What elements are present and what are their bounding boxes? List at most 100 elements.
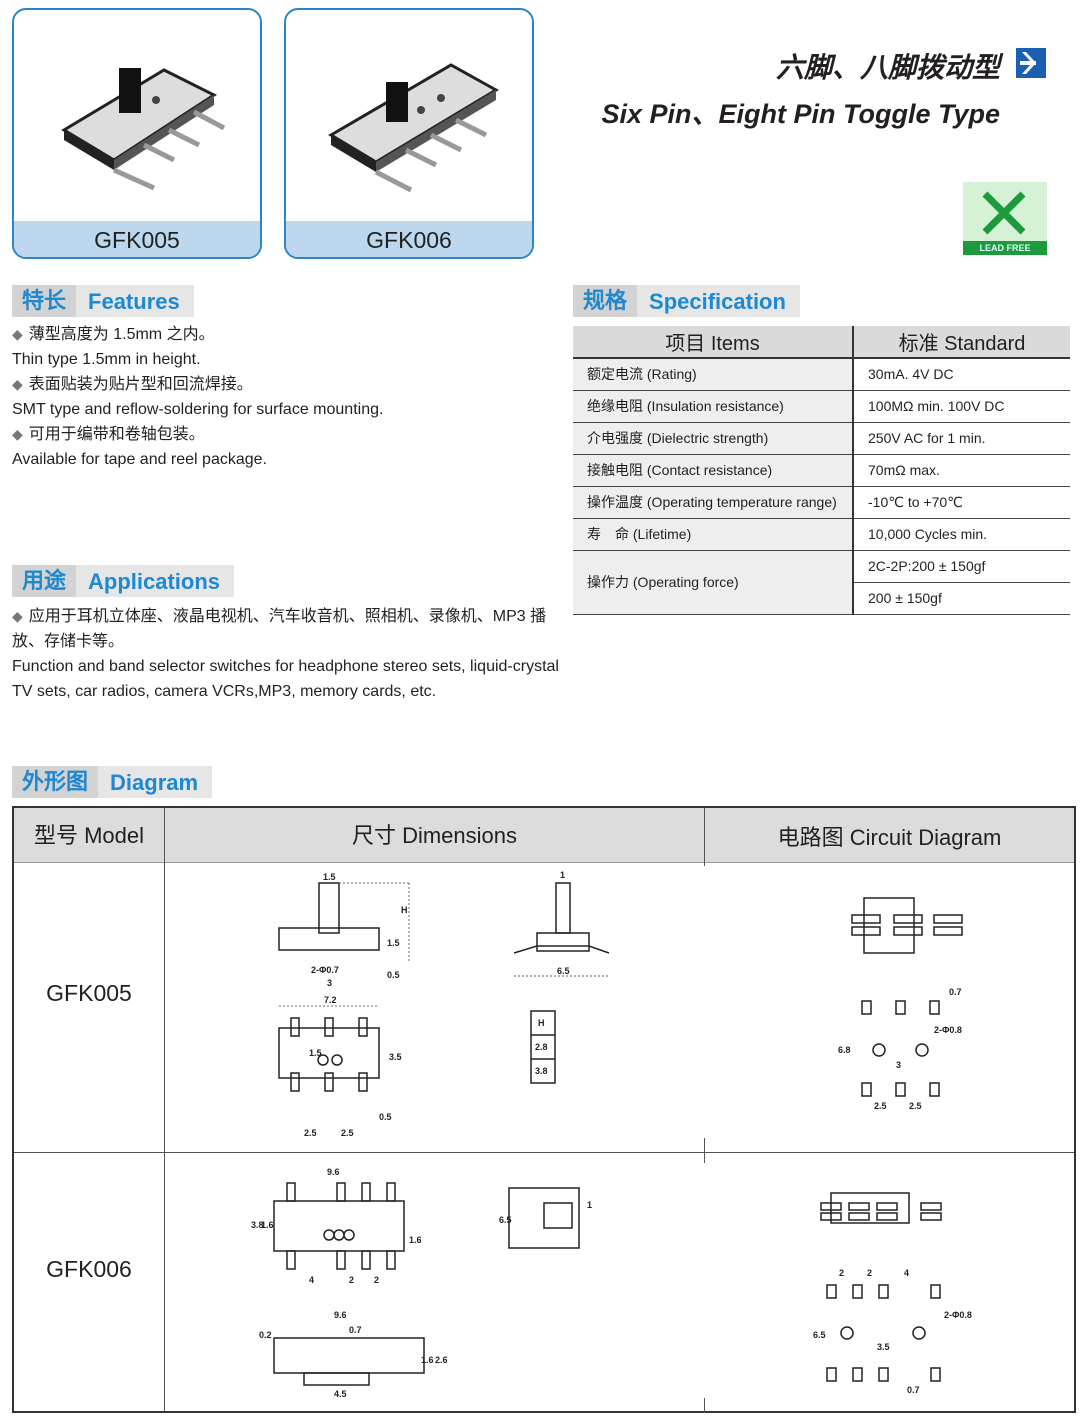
dimension-label: 6.5 bbox=[557, 966, 570, 976]
product-label: GFK006 bbox=[286, 221, 532, 257]
table-row: 介电强度 (Dielectric strength)250V AC for 1 … bbox=[573, 422, 1070, 455]
gfk005-circuit-diagram: 0.7 2-Φ0.8 3 6.8 2.5 2.5 bbox=[838, 897, 963, 1111]
col-header-model: 型号 Model bbox=[14, 808, 164, 863]
spec-value: 2C-2P:200 ± 150gf bbox=[853, 550, 1070, 583]
dimension-label: 2 bbox=[839, 1268, 844, 1278]
dimension-label: 3.8 bbox=[251, 1220, 264, 1230]
spec-item: 寿 命 (Lifetime) bbox=[573, 518, 854, 551]
lead-free-x-icon bbox=[982, 191, 1026, 235]
dimension-label: 1.6 bbox=[421, 1355, 434, 1365]
dimension-label: 2-Φ0.8 bbox=[934, 1025, 962, 1035]
dimension-label: 9.6 bbox=[327, 1167, 340, 1177]
col-header-items: 项目 Items bbox=[573, 326, 854, 359]
dimension-label: 1.5 bbox=[323, 872, 336, 882]
heading-cn: 特长 bbox=[12, 285, 77, 317]
gfk006-dimension-drawing: 9.6 3.8 1.6 1.6 4 2 2 0.2 9.6 0.7 4.5 1.… bbox=[251, 1167, 592, 1399]
model-gfk005: GFK005 bbox=[46, 980, 132, 1006]
dimension-label: 0.7 bbox=[907, 1385, 920, 1395]
table-row: 操作温度 (Operating temperature range)-10℃ t… bbox=[573, 486, 1070, 519]
heading-cn: 外形图 bbox=[12, 766, 99, 798]
model-gfk006: GFK006 bbox=[46, 1256, 132, 1282]
dimension-label: 1.5 bbox=[387, 938, 400, 948]
title-cn: 六脚、八脚拨动型 bbox=[775, 52, 1000, 83]
diagram-heading: 外形图 Diagram bbox=[12, 766, 213, 798]
feature-en: SMT type and reflow-soldering for surfac… bbox=[12, 401, 384, 418]
dimension-label: H bbox=[401, 905, 408, 915]
spec-item: 介电强度 (Dielectric strength) bbox=[573, 422, 854, 455]
lead-free-badge: LEAD FREE bbox=[963, 182, 1047, 255]
dimension-label: 0.5 bbox=[387, 970, 400, 980]
dimension-label: 2.5 bbox=[304, 1128, 317, 1138]
title-en: Six Pin、Eight Pin Toggle Type bbox=[601, 99, 1000, 129]
applications-heading: 用途 Applications bbox=[12, 565, 235, 597]
spec-item: 操作力 (Operating force) bbox=[573, 550, 854, 615]
dimension-label: 2.5 bbox=[341, 1128, 354, 1138]
heading-en: Features bbox=[88, 289, 180, 314]
spec-item: 绝缘电阻 (Insulation resistance) bbox=[573, 390, 854, 423]
switch-photo bbox=[328, 63, 499, 193]
feature-cn: ◆表面贴装为贴片型和回流焊接。 bbox=[12, 376, 253, 393]
dimension-label: H bbox=[538, 1018, 545, 1028]
dimension-label: 1.6 bbox=[409, 1235, 422, 1245]
dimension-label: 4 bbox=[904, 1268, 909, 1278]
diagram-table: 型号 Model 尺寸 Dimensions 电路图 Circuit Diagr… bbox=[12, 806, 1076, 1413]
dimension-label: 2.5 bbox=[909, 1101, 922, 1111]
col-header-standard: 标准 Standard bbox=[853, 326, 1070, 359]
spec-value: 70mΩ max. bbox=[853, 454, 1070, 487]
dimension-label: 6.5 bbox=[499, 1215, 512, 1225]
spec-item: 操作温度 (Operating temperature range) bbox=[573, 486, 854, 519]
dimension-label: 6.5 bbox=[813, 1330, 826, 1340]
spec-value: -10℃ to +70℃ bbox=[853, 486, 1070, 519]
dimension-label: 6.8 bbox=[838, 1045, 851, 1055]
spec-value: 250V AC for 1 min. bbox=[853, 422, 1070, 455]
spec-item: 额定电流 (Rating) bbox=[573, 358, 854, 391]
table-row: 操作力 (Operating force)2C-2P:200 ± 150gf bbox=[573, 550, 1070, 615]
features-heading: 特长 Features bbox=[12, 285, 194, 317]
dimension-label: 3.8 bbox=[535, 1066, 548, 1076]
dimension-label: 3 bbox=[327, 978, 332, 988]
dimension-label: 0.2 bbox=[259, 1330, 272, 1340]
switch-photo bbox=[61, 68, 226, 191]
table-row: 额定电流 (Rating)30mA. 4V DC bbox=[573, 358, 1070, 391]
heading-en: Diagram bbox=[110, 770, 199, 795]
heading-cn: 用途 bbox=[12, 565, 77, 597]
dimension-label: 0.7 bbox=[349, 1325, 362, 1335]
dimension-label: 2-Φ0.7 bbox=[311, 965, 339, 975]
spec-item: 接触电阻 (Contact resistance) bbox=[573, 454, 854, 487]
heading-en: Specification bbox=[649, 289, 786, 314]
feature-en: Thin type 1.5mm in height. bbox=[12, 351, 201, 368]
col-header-circuit: 电路图 Circuit Diagram bbox=[705, 808, 1074, 863]
applications-text: ◆应用于耳机立体座、液晶电视机、汽车收音机、照相机、录像机、MP3 播放、存储卡… bbox=[12, 604, 567, 704]
spec-value: 100MΩ min. 100V DC bbox=[853, 390, 1070, 423]
spec-value: 200 ± 150gf bbox=[853, 582, 1070, 615]
dimension-label: 3 bbox=[896, 1060, 901, 1070]
application-en: Function and band selector switches for … bbox=[12, 658, 559, 700]
gfk005-dimension-drawing: 1.5 H 1.5 2-Φ0.7 3 0.5 7.2 1.5 3.5 2.5 2… bbox=[278, 870, 610, 1138]
feature-cn: ◆薄型高度为 1.5mm 之内。 bbox=[12, 326, 215, 343]
dimension-label: 2 bbox=[374, 1275, 379, 1285]
heading-cn: 规格 bbox=[573, 285, 638, 317]
dimension-label: 4.5 bbox=[334, 1389, 347, 1399]
table-row: 接触电阻 (Contact resistance)70mΩ max. bbox=[573, 454, 1070, 487]
heading-en: Applications bbox=[88, 569, 221, 594]
dimension-label: 1 bbox=[587, 1200, 592, 1210]
table-row: 绝缘电阻 (Insulation resistance)100MΩ min. 1… bbox=[573, 390, 1070, 423]
dimension-label: 3.5 bbox=[389, 1052, 402, 1062]
feature-cn: ◆可用于编带和卷轴包装。 bbox=[12, 426, 205, 443]
product-card-gfk005: GFK005 bbox=[12, 8, 262, 259]
dimension-label: 2.5 bbox=[874, 1101, 887, 1111]
spec-value: 30mA. 4V DC bbox=[853, 358, 1070, 391]
product-label: GFK005 bbox=[14, 221, 260, 257]
badge-text: LEAD FREE bbox=[963, 241, 1047, 255]
arrow-icon bbox=[1016, 48, 1046, 78]
dimension-label: 7.2 bbox=[324, 995, 337, 1005]
col-header-dimensions: 尺寸 Dimensions bbox=[165, 808, 704, 863]
dimension-label: 2 bbox=[867, 1268, 872, 1278]
table-row: 寿 命 (Lifetime)10,000 Cycles min. bbox=[573, 518, 1070, 551]
feature-en: Available for tape and reel package. bbox=[12, 451, 267, 468]
gfk006-circuit-diagram: 2 2 4 2-Φ0.8 6.5 3.5 0.7 bbox=[813, 1192, 972, 1395]
dimension-label: 2 bbox=[349, 1275, 354, 1285]
dimension-label: 2.6 bbox=[435, 1355, 448, 1365]
dimension-label: 4 bbox=[309, 1275, 314, 1285]
